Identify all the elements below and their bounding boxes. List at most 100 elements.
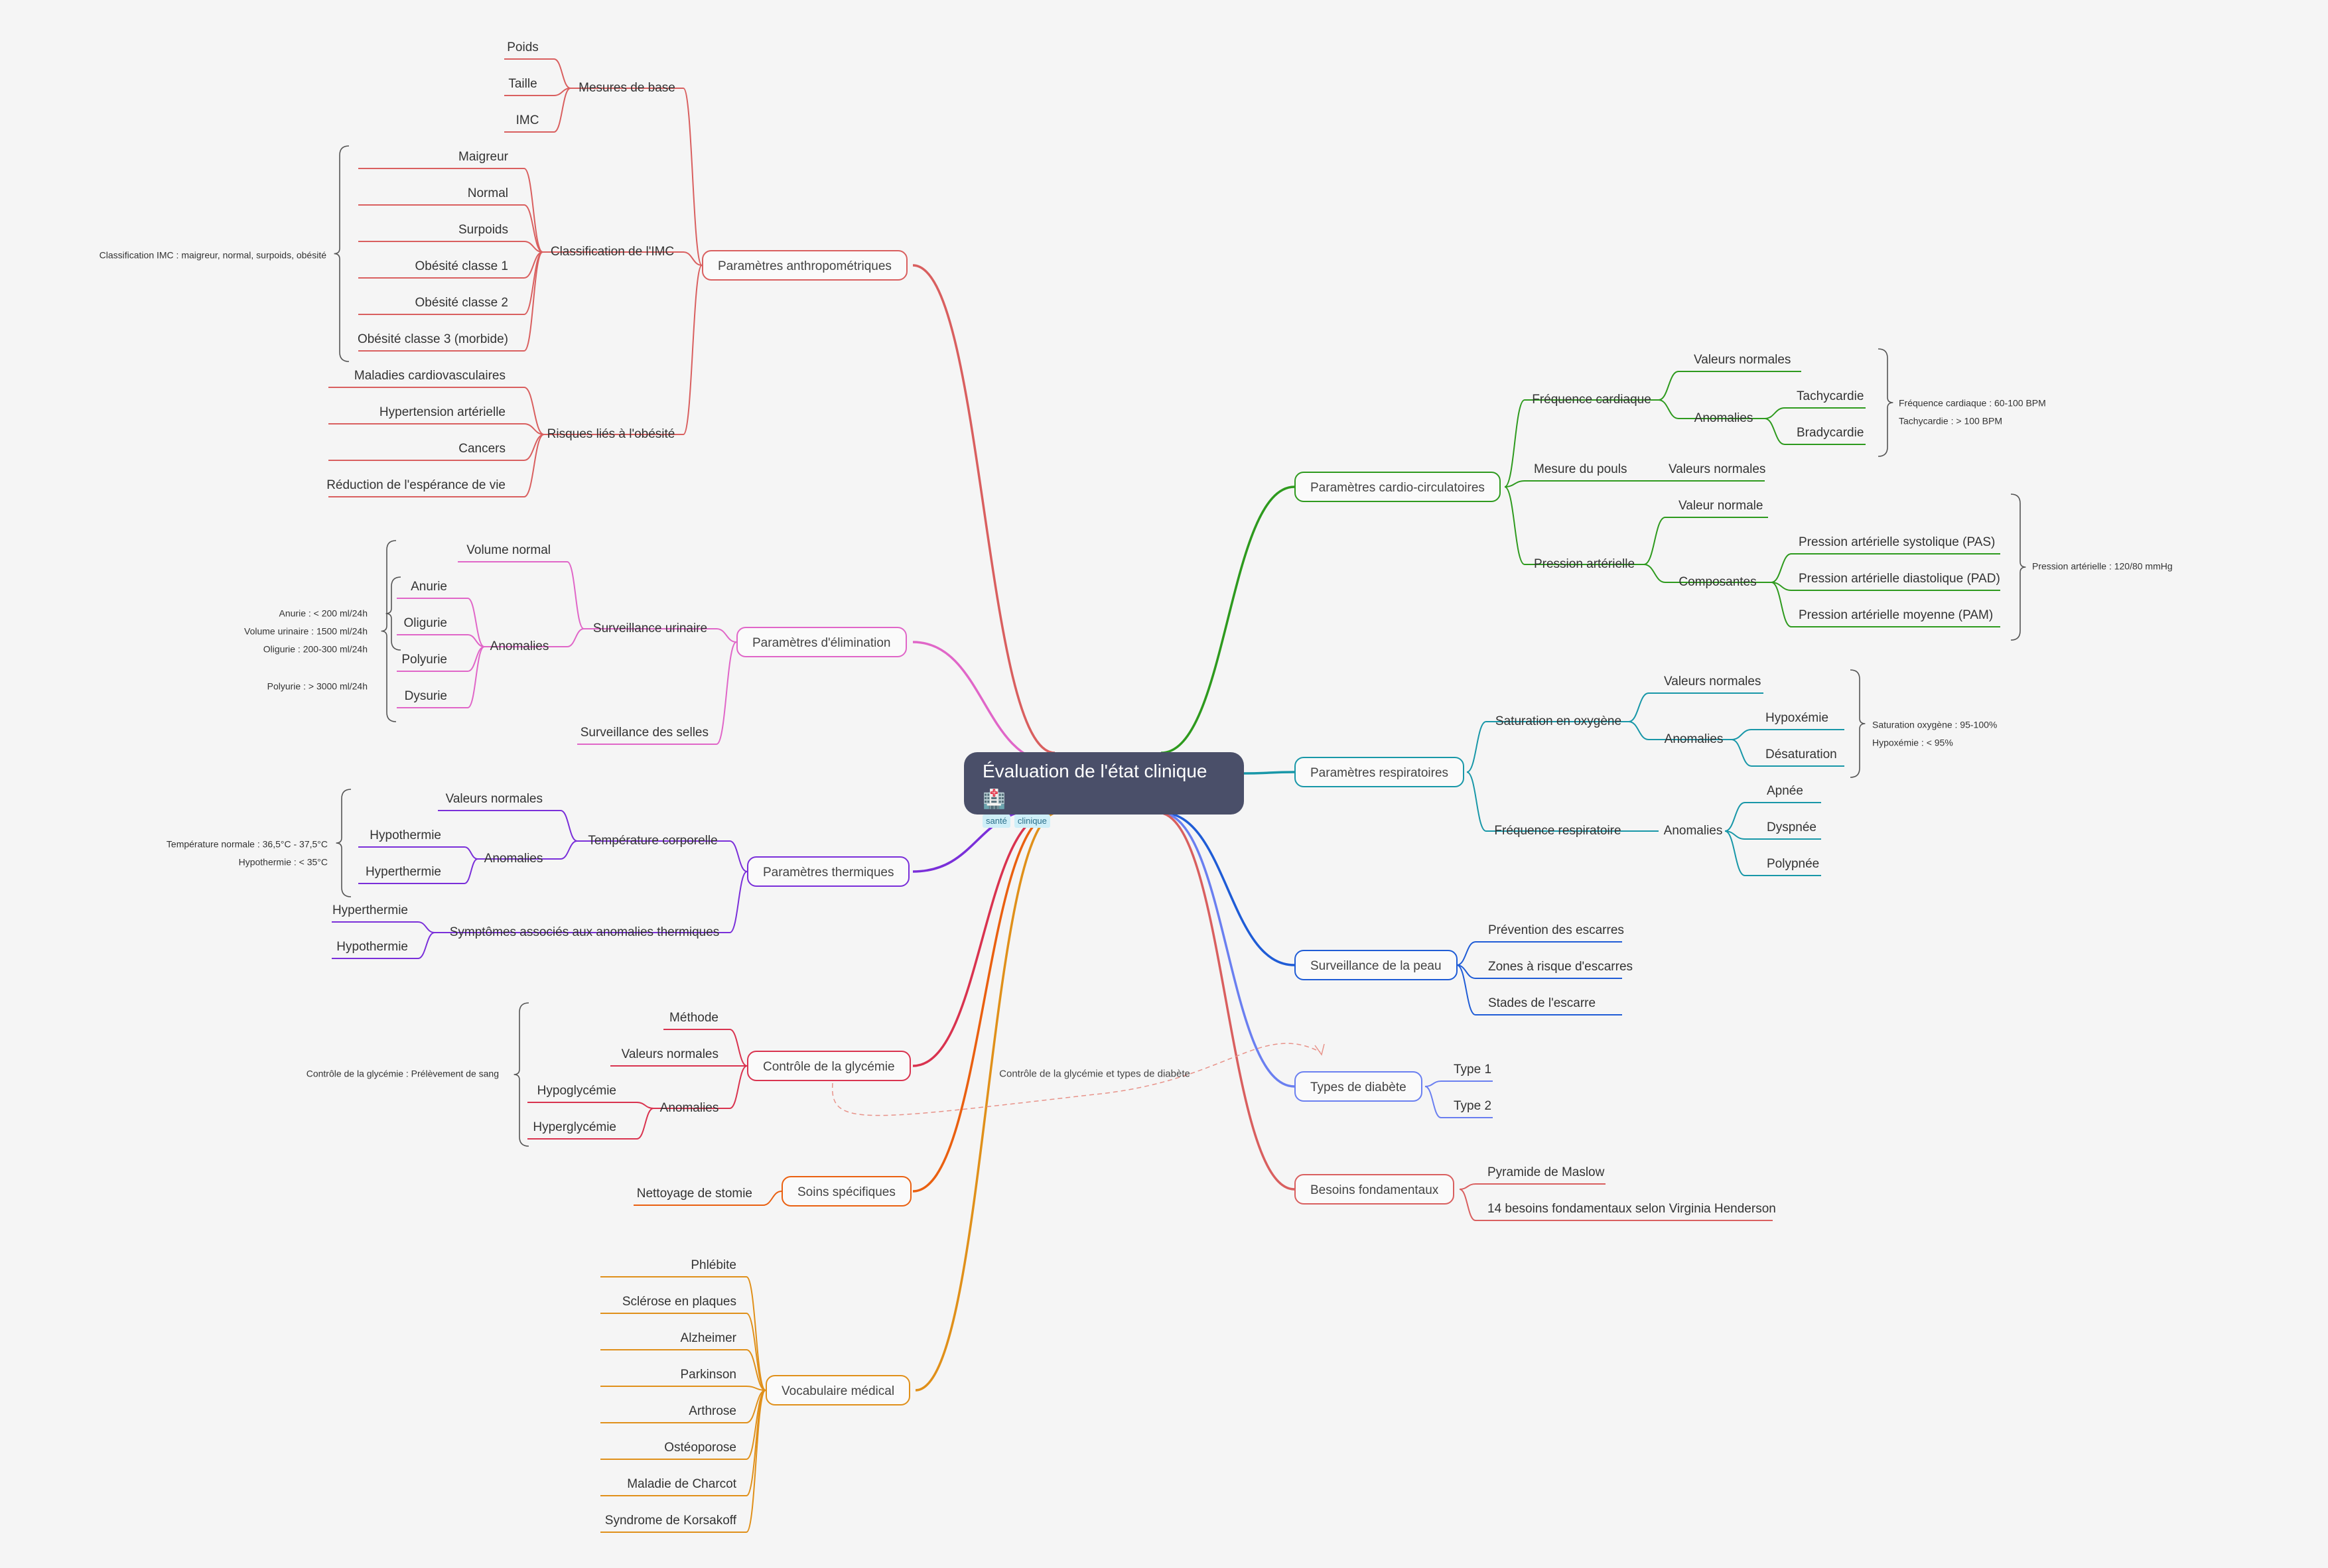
leaf[interactable]: Surpoids (458, 223, 508, 237)
leaf[interactable]: Type 2 (1454, 1099, 1492, 1113)
branch-thermal[interactable]: Paramètres thermiques (747, 856, 910, 887)
connector (1456, 941, 1476, 966)
callout-note: Oligurie : 200-300 ml/24h (263, 643, 368, 655)
leaf[interactable]: Arthrose (689, 1404, 736, 1418)
connector (912, 641, 1056, 764)
topic-mesures[interactable]: Mesures de base (579, 81, 675, 95)
leaf[interactable]: Maladie de Charcot (627, 1477, 736, 1491)
topic-pression-arterielle[interactable]: Pression artérielle (1533, 557, 1635, 571)
leaf[interactable]: Valeurs normales (1694, 353, 1791, 367)
leaf[interactable]: Stades de l'escarre (1488, 996, 1596, 1010)
leaf[interactable]: Maladies cardiovasculaires (354, 369, 506, 383)
leaf[interactable]: IMC (515, 113, 539, 127)
branch-respiratory[interactable]: Paramètres respiratoires (1294, 757, 1465, 787)
leaf[interactable]: Nettoyage de stomie (636, 1187, 752, 1201)
leaf[interactable]: Volume normal (466, 543, 551, 557)
topic-anomalies[interactable]: Anomalies (1694, 411, 1753, 425)
leaf[interactable]: Valeur normale (1678, 499, 1763, 513)
topic-composantes[interactable]: Composantes (1678, 575, 1757, 589)
topic-anomalies[interactable]: Anomalies (1664, 732, 1724, 746)
leaf[interactable]: Zones à risque d'escarres (1488, 960, 1633, 974)
leaf[interactable]: Prévention des escarres (1488, 923, 1624, 937)
leaf[interactable]: Hyperthermie (332, 903, 408, 917)
branch-medical-vocabulary[interactable]: Vocabulaire médical (766, 1375, 911, 1405)
branch-fundamental-needs[interactable]: Besoins fondamentaux (1294, 1174, 1455, 1205)
leaf[interactable]: Oligurie (403, 616, 447, 630)
leaf[interactable]: Dyspnée (1767, 820, 1816, 834)
leaf[interactable]: Hypertension artérielle (379, 405, 506, 419)
leaf[interactable]: Cancers (458, 442, 506, 456)
callout-note: Volume urinaire : 1500 ml/24h (244, 625, 368, 637)
topic-anomalies[interactable]: Anomalies (1663, 824, 1723, 838)
leaf[interactable]: Valeurs normales (1664, 675, 1761, 688)
tag[interactable]: clinique (1014, 815, 1050, 828)
leaf[interactable]: Poids (507, 40, 539, 54)
leaf[interactable]: Hypothermie (336, 940, 408, 954)
leaf[interactable]: Type 1 (1454, 1063, 1492, 1077)
leaf[interactable]: Mesure du pouls (1534, 462, 1627, 476)
leaf[interactable]: Anurie (411, 580, 447, 594)
leaf[interactable]: Hypoxémie (1765, 711, 1829, 725)
leaf[interactable]: Syndrome de Korsakoff (604, 1514, 736, 1528)
connector (762, 1191, 782, 1206)
leaf[interactable]: Dysurie (404, 689, 447, 703)
leaf[interactable]: Valeurs normales (1669, 462, 1766, 476)
tag[interactable]: santé (983, 815, 1010, 828)
connector (1424, 1080, 1442, 1087)
leaf[interactable]: Valeurs normales (445, 792, 543, 806)
connector (523, 434, 545, 461)
topic-anomalies[interactable]: Anomalies (484, 852, 543, 866)
leaf[interactable]: Pyramide de Maslow (1487, 1165, 1605, 1179)
topic-risques[interactable]: Risques liés à l'obésité (547, 427, 675, 441)
branch-diabetes[interactable]: Types de diabète (1294, 1071, 1422, 1102)
topic-saturation[interactable]: Saturation en oxygène (1495, 714, 1622, 728)
leaf[interactable]: Normal (467, 186, 508, 200)
leaf[interactable]: Maigreur (458, 150, 508, 164)
leaf[interactable]: Tachycardie (1797, 389, 1864, 403)
leaf[interactable]: Alzheimer (680, 1331, 736, 1345)
topic-frequence-cardiaque[interactable]: Fréquence cardiaque (1532, 393, 1651, 407)
topic-anomalies[interactable]: Anomalies (659, 1101, 719, 1115)
leaf[interactable]: Pression artérielle systolique (PAS) (1799, 535, 1996, 549)
branch-specific-care[interactable]: Soins spécifiques (782, 1176, 912, 1207)
leaf[interactable]: Phlébite (691, 1258, 736, 1272)
leaf[interactable]: Polyurie (401, 653, 447, 667)
topic-symptomes[interactable]: Symptômes associés aux anomalies thermiq… (449, 925, 720, 939)
leaf[interactable]: Hyperglycémie (533, 1120, 616, 1134)
topic-surveillance-urinaire[interactable]: Surveillance urinaire (592, 621, 708, 635)
connector (1466, 721, 1487, 773)
leaf[interactable]: Hypoglycémie (537, 1084, 616, 1098)
leaf[interactable]: Obésité classe 3 (morbide) (357, 332, 508, 346)
branch-glycemia[interactable]: Contrôle de la glycémie (747, 1051, 911, 1081)
leaf[interactable]: Méthode (669, 1011, 719, 1025)
leaf[interactable]: Bradycardie (1797, 426, 1864, 440)
leaf[interactable]: Polypnée (1767, 857, 1820, 871)
branch-skin[interactable]: Surveillance de la peau (1294, 950, 1458, 980)
leaf[interactable]: Pression artérielle moyenne (PAM) (1799, 608, 1994, 622)
leaf[interactable]: Hyperthermie (365, 865, 441, 879)
leaf[interactable]: Obésité classe 1 (415, 259, 508, 273)
topic-frequence-respiratoire[interactable]: Fréquence respiratoire (1494, 824, 1621, 838)
leaf[interactable]: Désaturation (1765, 748, 1837, 761)
leaf[interactable]: Obésité classe 2 (415, 296, 508, 310)
central-topic[interactable]: Évaluation de l'état clinique 🏥 santé cl… (964, 752, 1244, 828)
topic-anomalies[interactable]: Anomalies (490, 639, 549, 653)
branch-cardio[interactable]: Paramètres cardio-circulatoires (1294, 472, 1501, 502)
branch-anthropometric[interactable]: Paramètres anthropométriques (702, 250, 908, 281)
connector (553, 58, 571, 89)
leaf[interactable]: Valeurs normales (621, 1047, 719, 1061)
leaf[interactable]: Ostéoporose (664, 1441, 736, 1455)
leaf[interactable]: Sclérose en plaques (622, 1295, 736, 1309)
leaf[interactable]: Hypothermie (370, 828, 441, 842)
leaf[interactable]: Surveillance des selles (580, 726, 709, 740)
topic-temperature[interactable]: Température corporelle (588, 834, 718, 848)
topic-classification[interactable]: Classification de l'IMC (550, 245, 675, 259)
leaf[interactable]: Réduction de l'espérance de vie (326, 478, 506, 492)
relationship-label[interactable]: Contrôle de la glycémie et types de diab… (999, 1068, 1190, 1080)
leaf[interactable]: 14 besoins fondamentaux selon Virginia H… (1487, 1202, 1776, 1216)
leaf[interactable]: Pression artérielle diastolique (PAD) (1799, 572, 2000, 586)
leaf[interactable]: Parkinson (680, 1368, 737, 1382)
branch-elimination[interactable]: Paramètres d'élimination (736, 627, 907, 657)
leaf[interactable]: Taille (508, 77, 537, 91)
leaf[interactable]: Apnée (1767, 784, 1803, 798)
